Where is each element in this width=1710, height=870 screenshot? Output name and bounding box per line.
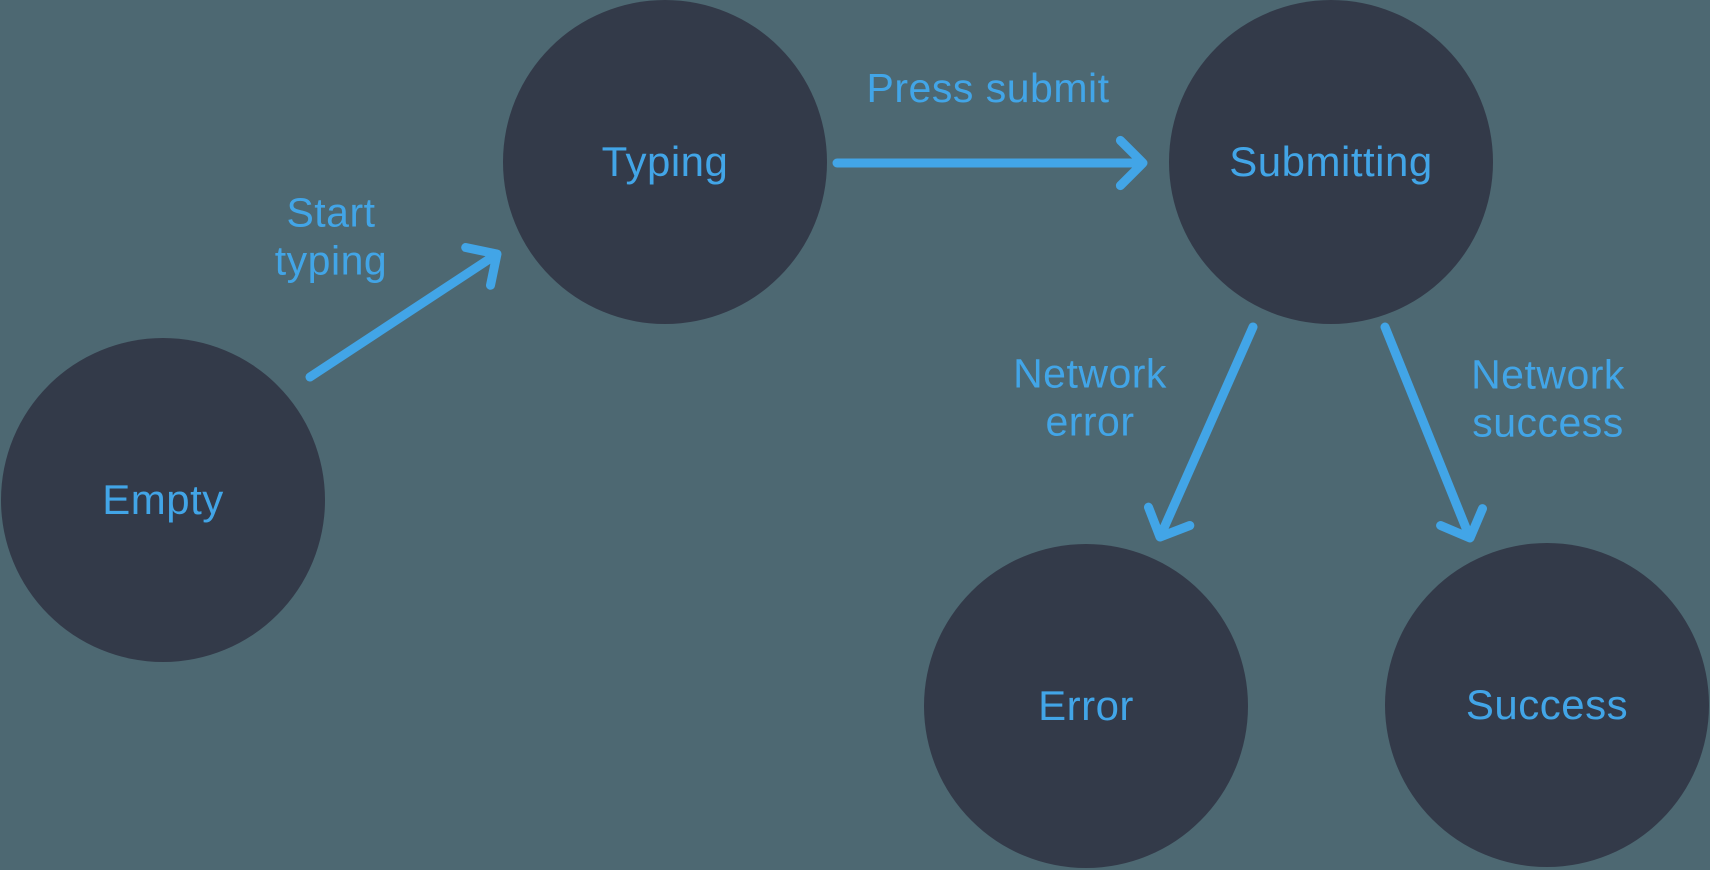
transition-label-line: success bbox=[1472, 400, 1624, 446]
transition-label-line: Network bbox=[1013, 350, 1167, 397]
state-label-submitting: Submitting bbox=[1229, 138, 1433, 185]
arrow-empty-to-typing-icon bbox=[305, 243, 502, 382]
state-label-error: Error bbox=[1038, 682, 1134, 729]
state-node-empty: Empty bbox=[1, 338, 325, 662]
transition-label-line: Start bbox=[286, 189, 376, 236]
state-label-success: Success bbox=[1465, 681, 1629, 728]
state-node-error: Error bbox=[924, 544, 1248, 868]
transition-label-line: Network bbox=[1471, 351, 1625, 398]
transition-label-network-success: Network success bbox=[1471, 351, 1625, 448]
arrow-typing-to-submitting-icon bbox=[832, 135, 1148, 191]
state-node-success: Success bbox=[1385, 543, 1709, 867]
state-node-submitting: Submitting bbox=[1169, 0, 1493, 324]
transition-label-line: error bbox=[1045, 399, 1135, 445]
transition-label-start-typing: Start typing bbox=[275, 189, 387, 286]
arrow-submitting-to-error-icon bbox=[1144, 322, 1258, 542]
transition-label-line: typing bbox=[274, 238, 388, 284]
state-node-typing: Typing bbox=[503, 0, 827, 324]
transition-label-network-error: Network error bbox=[1013, 350, 1167, 447]
arrow-submitting-to-success-icon bbox=[1380, 322, 1487, 543]
state-label-typing: Typing bbox=[601, 138, 729, 185]
state-label-empty: Empty bbox=[102, 476, 224, 523]
transition-label-press-submit: Press submit bbox=[867, 64, 1110, 112]
transition-label-line: Press submit bbox=[866, 64, 1110, 111]
